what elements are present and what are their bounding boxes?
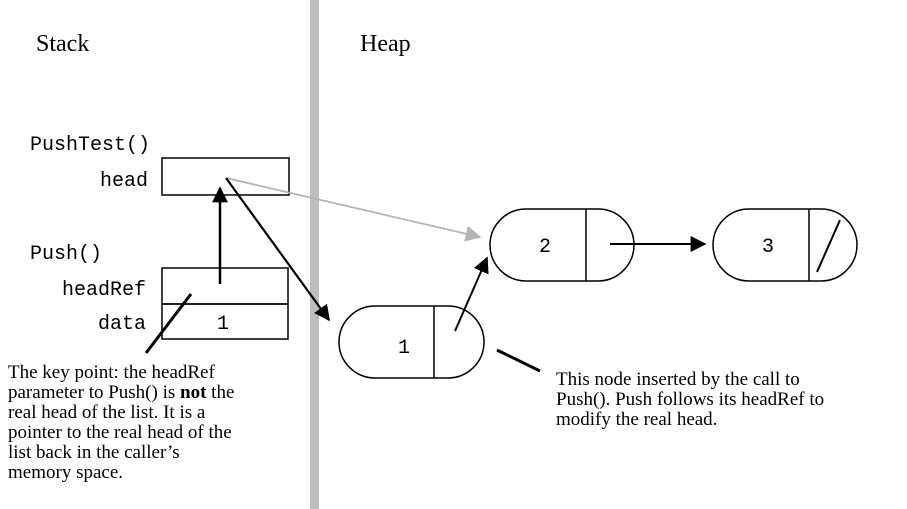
old-head-pointer-arrow xyxy=(225,177,482,242)
heap-node-2-value: 2 xyxy=(539,236,551,259)
node-inserted-note: This node inserted by the call to Push()… xyxy=(556,370,886,430)
null-pointer-slash xyxy=(816,219,841,273)
heap-node-3-value: 3 xyxy=(762,236,774,259)
key-point-line-5: list back in the caller’s xyxy=(8,442,180,463)
push-frame-label: Push() xyxy=(30,243,102,266)
heap-title: Heap xyxy=(360,31,411,57)
node-inserted-line-2: Push(). Push follows its headRef to xyxy=(556,389,825,410)
node-1-next-arrow xyxy=(454,256,489,332)
head-variable-box xyxy=(161,157,290,196)
headref-variable-label: headRef xyxy=(62,279,146,302)
data-variable-label: data xyxy=(98,313,146,336)
key-point-line-2-start: parameter to Push() is xyxy=(8,382,181,403)
node-inserted-line-1: This node inserted by the call to xyxy=(556,369,800,390)
key-point-line-4: pointer to the real head of the xyxy=(8,422,232,443)
key-point-note: The key point: the headRef parameter to … xyxy=(8,363,308,483)
stack-title: Stack xyxy=(36,31,89,57)
key-point-line-2: parameter to Push() is not the xyxy=(8,383,308,403)
heap-node-3: 3 xyxy=(712,208,858,282)
headref-variable-box xyxy=(161,267,289,305)
pushtest-frame-label: PushTest() xyxy=(30,134,150,157)
new-head-pointer-arrow xyxy=(225,177,330,322)
key-point-line-2-end: the xyxy=(206,382,235,403)
stack-heap-divider xyxy=(310,0,319,509)
heap-node-1-shape xyxy=(338,305,485,379)
key-point-line-3: real head of the list. It is a xyxy=(8,402,206,423)
head-variable-label: head xyxy=(100,170,148,193)
data-value: 1 xyxy=(217,313,229,336)
heap-node-1: 1 xyxy=(338,305,485,379)
key-point-line-1: The key point: the headRef xyxy=(8,362,215,383)
key-point-emphasis: not xyxy=(180,382,207,403)
node-inserted-callout-line xyxy=(496,348,541,373)
heap-node-3-shape xyxy=(712,208,858,282)
key-point-line-6: memory space. xyxy=(8,462,124,483)
node-inserted-line-3: modify the real head. xyxy=(556,409,718,430)
heap-node-1-value: 1 xyxy=(398,337,410,360)
key-point-callout-line xyxy=(144,293,193,354)
data-variable-box xyxy=(161,303,289,340)
